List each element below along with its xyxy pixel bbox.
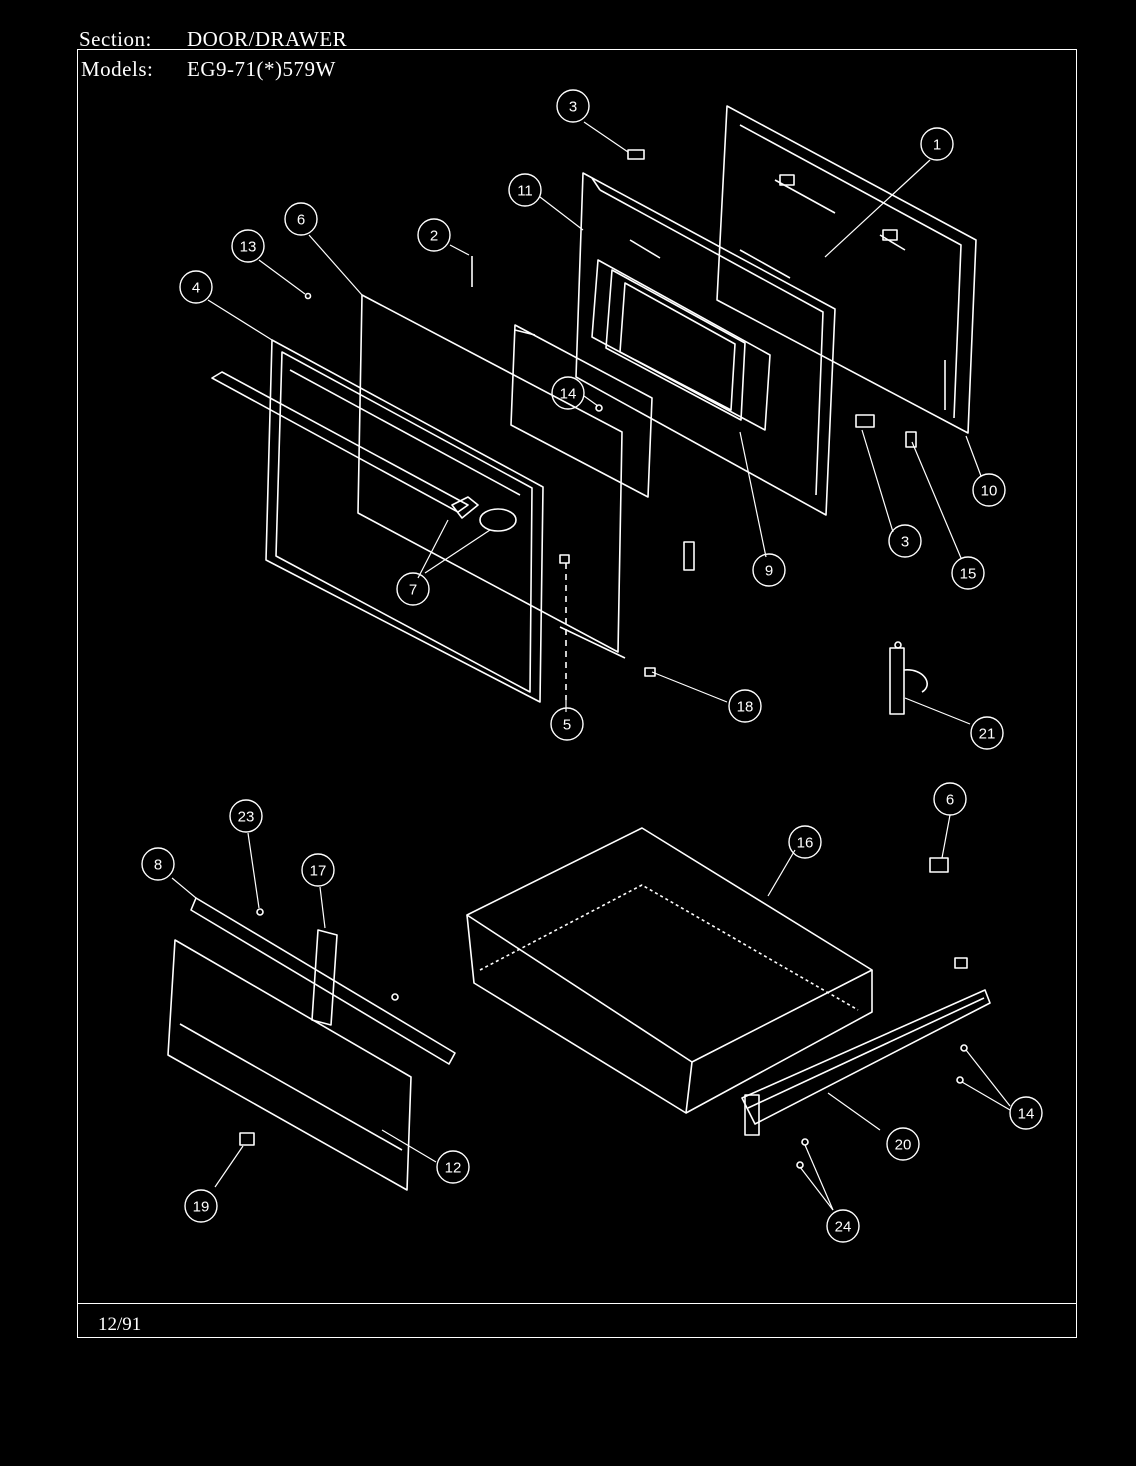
callout-20: 20 [886,1127,920,1161]
footer-date: 12/91 [98,1314,142,1335]
callout-19-label: 19 [193,1199,210,1216]
drawer-small-parts [239,908,399,1146]
callout-14-bottom-label: 14 [1018,1106,1035,1123]
callout-12: 12 [436,1150,470,1184]
callout-6-right-label: 6 [946,792,954,809]
part-drawer-bracket [311,929,338,1026]
callout-10: 10 [972,473,1006,507]
callout-24-label: 24 [835,1219,852,1236]
part-door-liner [575,172,836,516]
callout-9: 9 [752,553,786,587]
callout-13: 13 [231,229,265,263]
callout-1-label: 1 [933,137,941,154]
callout-14-bottom: 14 [1009,1096,1043,1130]
callout-3-top: 3 [556,89,590,123]
callout-6-right: 6 [933,782,967,816]
callout-7-label: 7 [409,582,417,599]
leader-lines [171,121,1011,1211]
part-drawer-body [466,827,873,1114]
callout-2: 2 [417,218,451,252]
callout-18-label: 18 [737,699,754,716]
part-door-handle [211,371,517,532]
models-value: EG9-71(*)579W [187,57,336,81]
callout-11: 11 [508,173,542,207]
models-label: Models: [81,57,154,81]
callout-12-label: 12 [445,1160,462,1177]
callout-6-top: 6 [284,202,318,236]
callout-5: 5 [550,707,584,741]
callout-15-label: 15 [960,566,977,583]
door-hardware [304,149,917,700]
callout-bubbles: 1 2 3 3 4 5 6 6 7 8 9 10 11 12 13 14 14 … [141,89,1043,1243]
callout-13-label: 13 [240,239,257,256]
callout-10-label: 10 [981,483,998,500]
part-inner-glass [510,324,653,498]
callout-23: 23 [229,799,263,833]
callout-20-label: 20 [895,1137,912,1154]
callout-3-right-label: 3 [901,534,909,551]
callout-17: 17 [301,853,335,887]
callout-1: 1 [920,127,954,161]
callout-14-top-label: 14 [560,386,577,403]
part-drawer-slide [741,989,991,1136]
callout-23-label: 23 [238,809,255,826]
callout-4-label: 4 [192,280,200,297]
part-door-latch [889,641,928,715]
callout-21-label: 21 [979,726,996,743]
callout-7: 7 [396,572,430,606]
callout-17-label: 17 [310,863,327,880]
drawer-hardware [796,857,968,1169]
callout-5-label: 5 [563,717,571,734]
part-drawer-trim [190,897,456,1065]
callout-3-right: 3 [888,524,922,558]
callout-18: 18 [728,689,762,723]
diagram-frame [77,49,1077,1338]
part-window-glass-pack [591,259,771,431]
callout-2-label: 2 [430,228,438,245]
callout-8-label: 8 [154,857,162,874]
callout-9-label: 9 [765,563,773,580]
part-drawer-front [167,939,412,1191]
section-value: DOOR/DRAWER [187,27,348,51]
callout-21: 21 [970,716,1004,750]
part-outer-door-frame [265,339,544,703]
callout-4: 4 [179,270,213,304]
callout-19: 19 [184,1189,218,1223]
part-outer-back-panel [716,105,977,434]
callout-15: 15 [951,556,985,590]
callout-3-top-label: 3 [569,99,577,116]
callout-24: 24 [826,1209,860,1243]
callout-6-top-label: 6 [297,212,305,229]
callout-16-label: 16 [797,835,814,852]
callout-11-label: 11 [517,183,533,200]
callout-8: 8 [141,847,175,881]
callout-16: 16 [788,825,822,859]
part-door-glass [357,294,623,653]
callout-14-top: 14 [551,376,585,410]
footer-rule [77,1303,1077,1304]
section-label: Section: [79,27,152,51]
